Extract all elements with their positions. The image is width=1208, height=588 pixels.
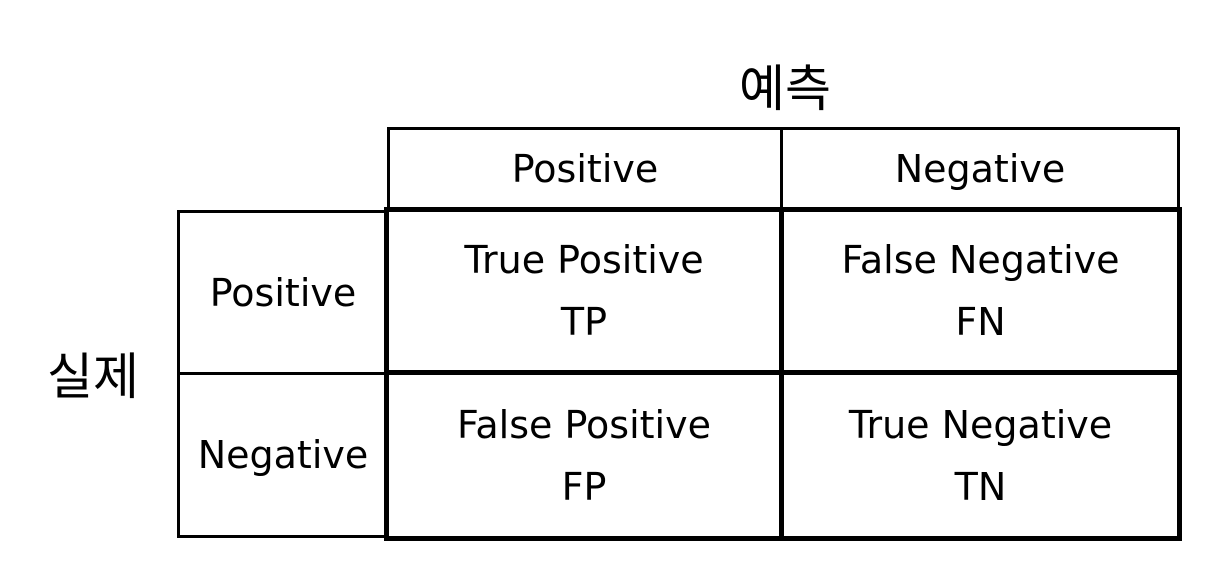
cell-true-negative: True Negative TN (779, 370, 1182, 541)
row-header-positive: Positive (177, 210, 389, 375)
cell-true-negative-name: True Negative (848, 402, 1113, 447)
row-header-positive-label: Positive (209, 270, 357, 315)
cell-false-positive-name: False Positive (457, 402, 711, 447)
cell-false-negative: False Negative FN (779, 207, 1182, 375)
cell-false-positive-abbr: FP (561, 464, 607, 509)
column-header-negative: Negative (780, 127, 1180, 211)
column-header-negative-label: Negative (894, 147, 1066, 191)
row-header-negative-label: Negative (197, 433, 369, 477)
row-header-negative: Negative (177, 372, 389, 538)
actual-axis-label: 실제 (47, 348, 139, 406)
cell-false-negative-abbr: FN (955, 300, 1006, 344)
cell-true-positive-name: True Positive (464, 238, 704, 282)
column-header-positive-label: Positive (511, 147, 659, 191)
cell-false-negative-name: False Negative (841, 238, 1120, 282)
cell-true-negative-abbr: TN (954, 464, 1007, 509)
column-header-positive: Positive (387, 127, 783, 211)
cell-false-positive: False Positive FP (384, 370, 784, 541)
cell-true-positive-abbr: TP (560, 300, 608, 344)
predicted-axis-label: 예측 (739, 60, 831, 118)
cell-true-positive: True Positive TP (384, 207, 784, 375)
